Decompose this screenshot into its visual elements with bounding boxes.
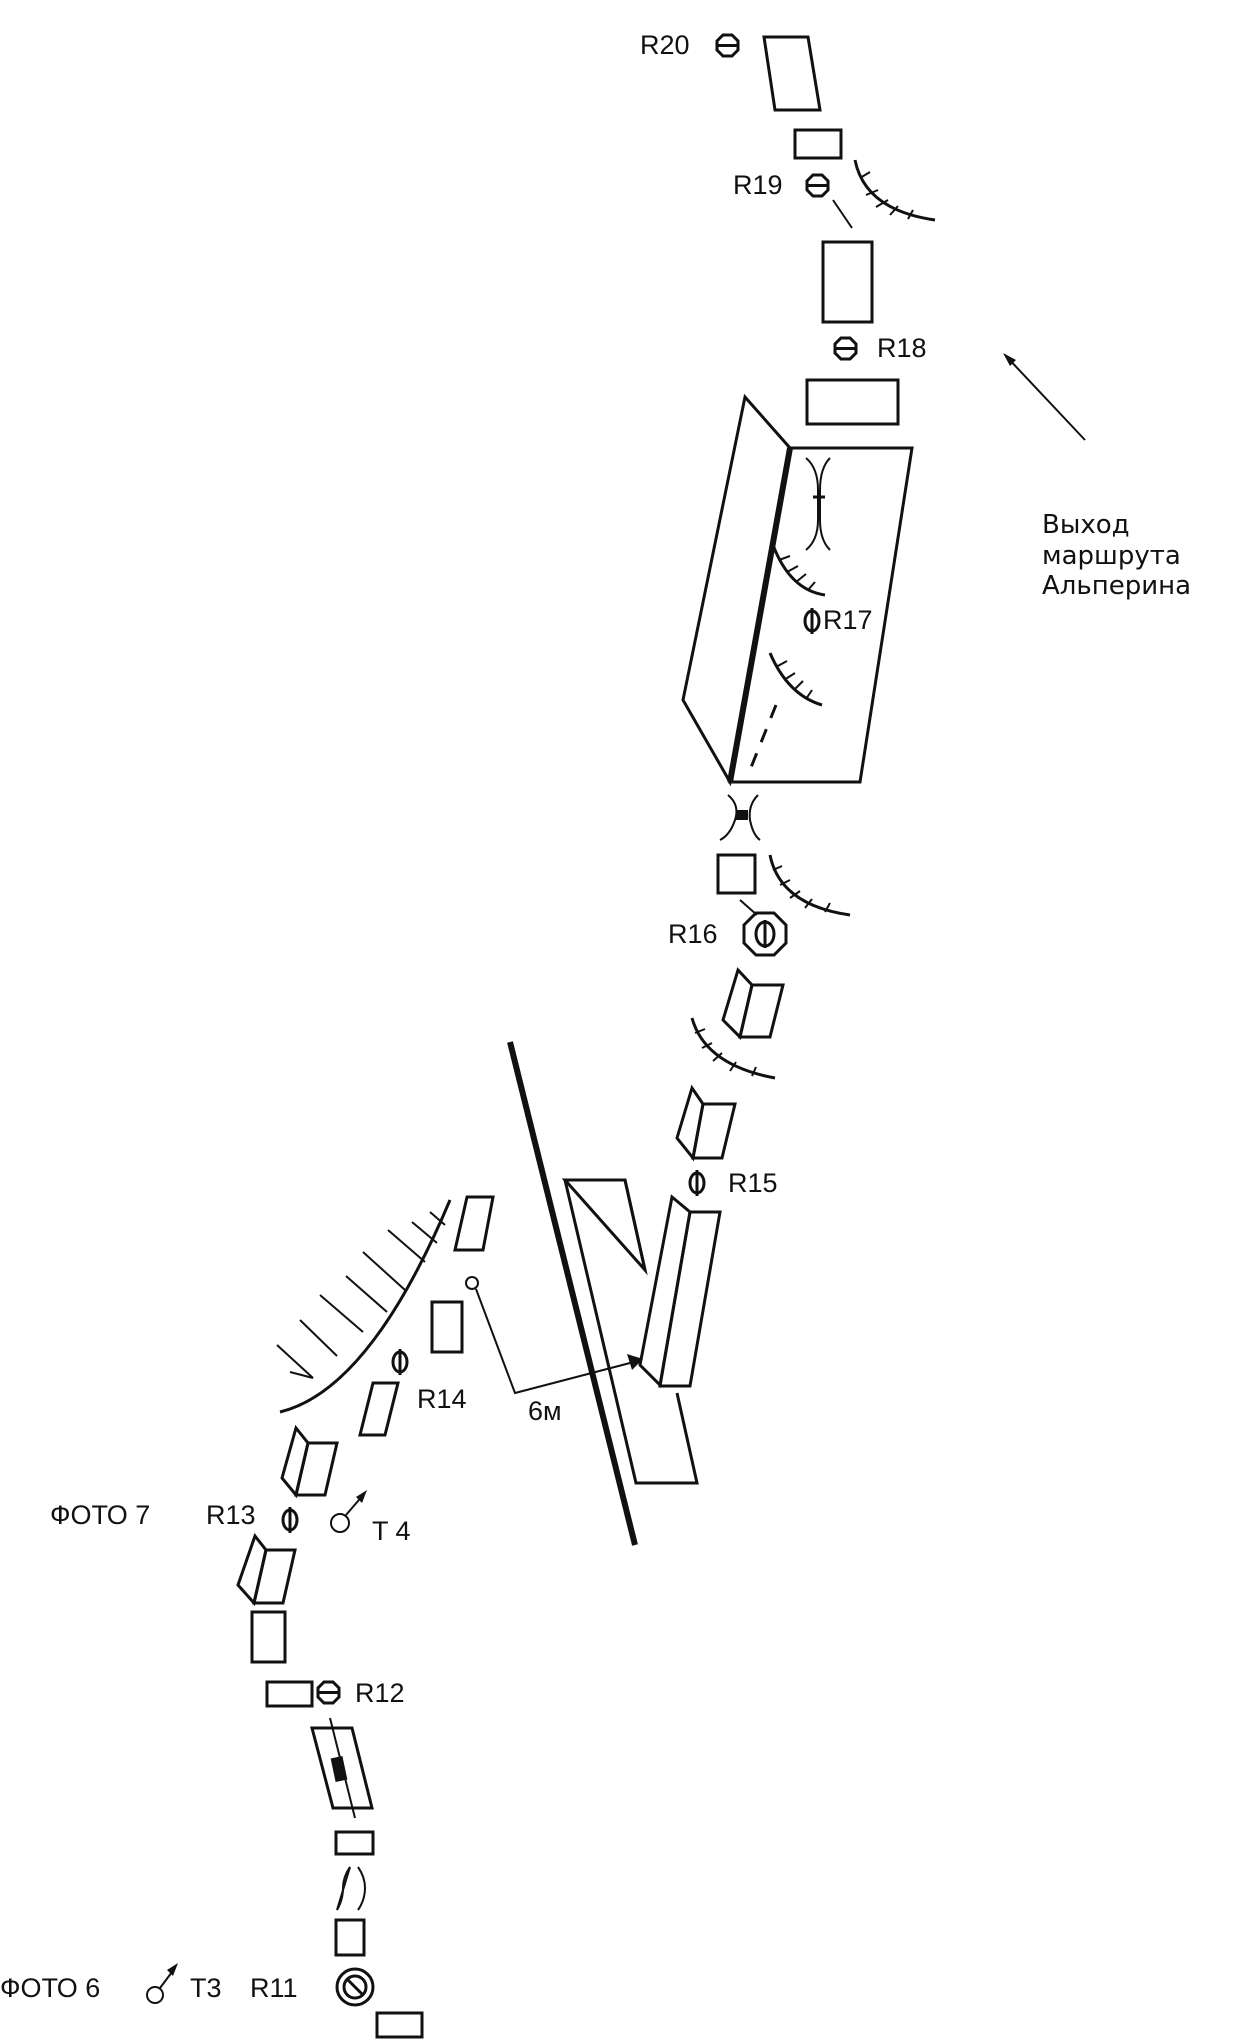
corner-icon: [236, 1532, 297, 1607]
r20-group: [715, 33, 822, 112]
slab-parallelogram: [762, 35, 822, 112]
slab-parallelogram: [453, 1195, 495, 1252]
exit-arrow-icon: [1003, 353, 1086, 441]
block: [250, 1610, 287, 1664]
theta-belay-icon: [316, 1680, 341, 1705]
label-r11: R11: [250, 1973, 298, 2003]
distance-arrow-icon: [465, 1276, 643, 1395]
overhang-arc-icon: [771, 544, 826, 597]
block: [821, 240, 874, 324]
block: [334, 1830, 375, 1856]
overhang-arc-icon: [690, 1017, 776, 1080]
label-r13: R13: [206, 1500, 256, 1530]
corner-icon: [280, 1424, 339, 1499]
theta-belay-icon: [833, 336, 858, 361]
theta-belay-icon: [805, 173, 830, 198]
dashed-crack: [748, 704, 778, 771]
step-block: [793, 128, 843, 160]
control-point-arrow-icon: [146, 1963, 178, 2004]
r18-group: [833, 336, 858, 361]
block: [375, 2011, 424, 2039]
ramp-outline: [563, 1178, 699, 1485]
chimney-icon: [805, 457, 831, 551]
overhang-wall-icon: [276, 1199, 452, 1414]
chimney-icon: [719, 794, 761, 841]
label-r12: R12: [355, 1678, 405, 1708]
connector-line: [739, 899, 758, 916]
label-t3: T3: [190, 1973, 222, 2003]
dihedral-block: [681, 393, 914, 787]
label-r16: R16: [668, 919, 718, 949]
corner-icon: [638, 1194, 722, 1389]
phi-in-octagon-icon: [742, 911, 788, 957]
slab-parallelogram: [358, 1381, 400, 1437]
theta-belay-icon: [715, 33, 740, 58]
corner-icon: [721, 967, 785, 1040]
phi-belay-icon: [803, 608, 821, 634]
label-r14: R14: [417, 1384, 467, 1414]
phi-belay-icon: [688, 1170, 706, 1196]
control-point-arrow-icon: [330, 1490, 367, 1533]
label-distance: 6м: [528, 1396, 562, 1426]
slashed-circle-in-circle-icon: [335, 1967, 375, 2007]
block: [716, 853, 757, 895]
label-r19: R19: [733, 170, 783, 200]
block: [805, 378, 900, 426]
r19-group: [805, 159, 936, 229]
phi-belay-icon: [281, 1507, 299, 1533]
corner-icon: [675, 1084, 737, 1162]
label-r18: R18: [877, 333, 927, 363]
label-foto6: ФОТО 6: [0, 1973, 101, 2003]
chimney-icon: [336, 1866, 367, 1911]
exit-note: Выход маршрута Альперина: [1042, 510, 1192, 602]
connector-line: [832, 199, 853, 229]
block: [265, 1680, 314, 1708]
label-t4: T 4: [372, 1516, 411, 1546]
block: [430, 1300, 464, 1354]
label-r17: R17: [823, 605, 873, 635]
block: [334, 1918, 366, 1957]
crack-slab-icon: [310, 1717, 374, 1819]
label-r15: R15: [728, 1168, 778, 1198]
ridge-line: [507, 1041, 638, 1546]
overhang-arc-icon: [853, 159, 936, 222]
overhang-arc-icon: [768, 854, 851, 917]
label-foto7: ФОТО 7: [50, 1500, 151, 1530]
label-r20: R20: [640, 30, 690, 60]
overhang-arc-icon: [768, 652, 823, 707]
phi-belay-icon: [391, 1349, 409, 1375]
